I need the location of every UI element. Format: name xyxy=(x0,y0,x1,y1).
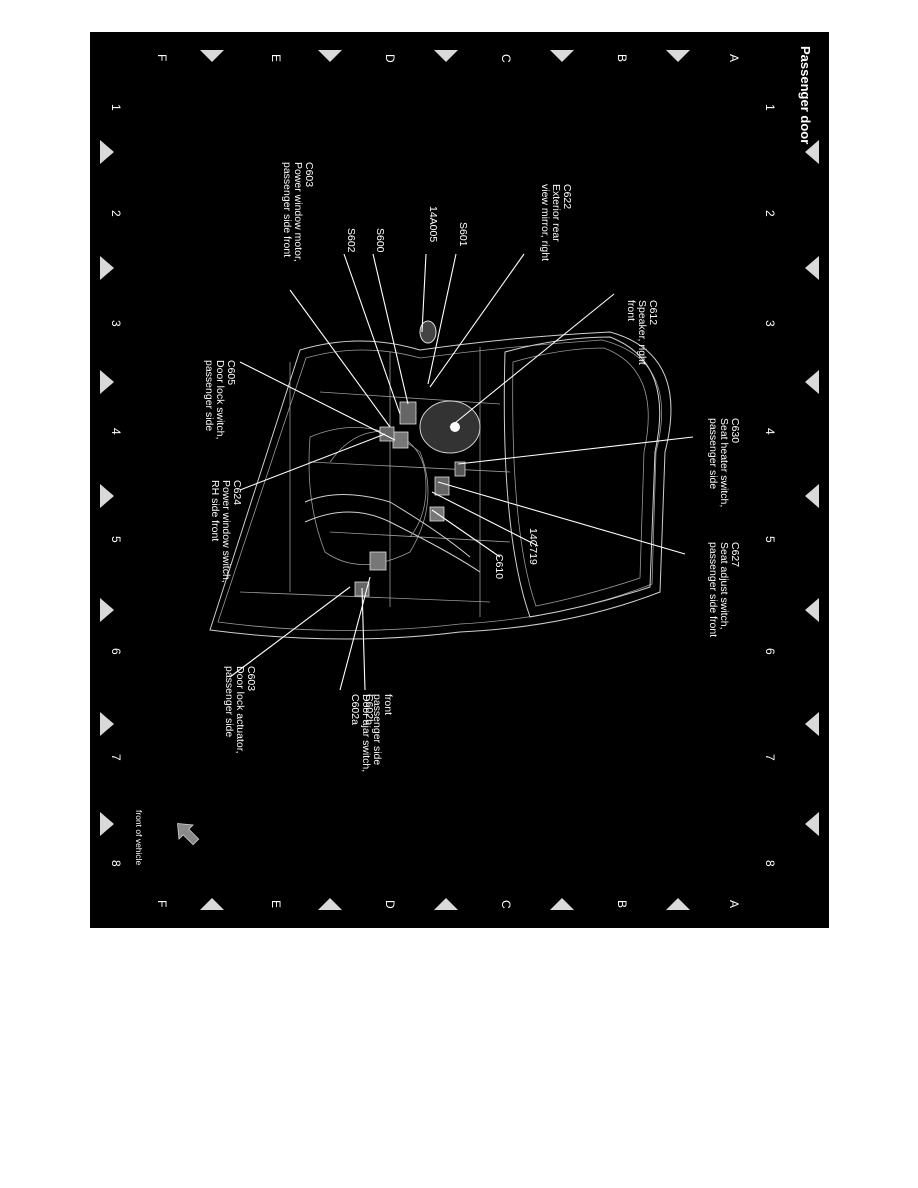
door-wiring-diagram: A B C D E F A B C D E F 1 2 3 4 5 6 7 8 … xyxy=(100,46,819,910)
c605-line2: Door lock switch, xyxy=(214,360,226,439)
label-c612: C612 Speaker, right front xyxy=(625,300,659,365)
14a005-code: 14A005 xyxy=(427,206,439,242)
front-of-vehicle-indicator: front of vehicle xyxy=(134,810,200,866)
label-c627: C627 Seat adjust switch, passenger side … xyxy=(707,542,741,637)
grid-number-1-left: 1 xyxy=(109,104,123,111)
label-s601: S601 xyxy=(457,222,469,247)
grid-number-5-right: 5 xyxy=(763,536,777,543)
border-markers xyxy=(100,50,819,910)
label-c602a: C602a Door ajar switch, passenger side f… xyxy=(349,694,394,772)
grid-number-7-left: 7 xyxy=(109,754,123,761)
grid-number-6-right: 6 xyxy=(763,648,777,655)
grid-number-1-right: 1 xyxy=(763,104,777,111)
c610-code: C610 xyxy=(493,554,505,579)
grid-number-5-left: 5 xyxy=(109,536,123,543)
grid-letter-d-top: D xyxy=(383,54,397,63)
grid-letters-bottom: A B C D E F xyxy=(155,900,741,909)
grid-letter-b-top: B xyxy=(615,54,629,62)
c602a-code: C602a xyxy=(349,694,361,725)
diagram-title: Passenger door xyxy=(798,46,813,144)
s600-code: S600 xyxy=(374,228,386,253)
s601-code: S601 xyxy=(457,222,469,247)
label-c603-actuator: C603 Door lock actuator, passenger side xyxy=(223,666,257,754)
c602b-code: C602b xyxy=(363,694,375,725)
grid-letter-e-bottom: E xyxy=(269,900,283,908)
grid-number-4-right: 4 xyxy=(763,428,777,435)
grid-letter-f-top: F xyxy=(155,54,169,61)
c612-code: C612 xyxy=(647,300,659,325)
label-c602b: C602b xyxy=(363,694,375,725)
c612-line2: Speaker, right xyxy=(636,300,648,365)
grid-letter-e-top: E xyxy=(269,54,283,62)
c603-motor-line3: passenger side front xyxy=(281,162,293,257)
grid-numbers-right: 1 2 3 4 5 6 7 8 xyxy=(763,104,777,867)
label-c610: C610 xyxy=(493,554,505,579)
14c719-code: 14C719 xyxy=(527,528,539,565)
diagram-panel: A B C D E F A B C D E F 1 2 3 4 5 6 7 8 … xyxy=(90,32,829,928)
label-14a005: 14A005 xyxy=(427,206,439,242)
grid-letter-c-bottom: C xyxy=(499,900,513,909)
grid-letter-a-bottom: A xyxy=(727,900,741,908)
grid-number-3-right: 3 xyxy=(763,320,777,327)
c630-code: C630 xyxy=(729,418,741,443)
c603-actuator-code: C603 xyxy=(245,666,257,691)
label-c605: C605 Door lock switch, passenger side xyxy=(203,360,237,439)
c622-code: C622 xyxy=(561,184,573,209)
door-illustration xyxy=(209,320,672,640)
label-14c719: 14C719 xyxy=(527,528,539,565)
label-s600: S600 xyxy=(374,228,386,253)
grid-letter-c-top: C xyxy=(499,54,513,63)
grid-letters-top: A B C D E F xyxy=(155,54,741,63)
c622-line3: view mirror, right xyxy=(539,184,551,261)
label-s602: S602 xyxy=(345,228,357,253)
front-of-vehicle-label: front of vehicle xyxy=(134,810,144,866)
c603-actuator-line3: passenger side xyxy=(223,666,235,737)
grid-number-6-left: 6 xyxy=(109,648,123,655)
label-c630: C630 Seat heater switch, passenger side xyxy=(707,418,741,507)
grid-number-2-left: 2 xyxy=(109,210,123,217)
c603-actuator-line2: Door lock actuator, xyxy=(234,666,246,754)
grid-number-7-right: 7 xyxy=(763,754,777,761)
grid-number-4-left: 4 xyxy=(109,428,123,435)
grid-number-8-left: 8 xyxy=(109,860,123,867)
grid-numbers-left: 1 2 3 4 5 6 7 8 xyxy=(109,104,123,867)
c605-code: C605 xyxy=(225,360,237,385)
grid-number-3-left: 3 xyxy=(109,320,123,327)
grid-number-8-right: 8 xyxy=(763,860,777,867)
label-c622: C622 Exterior rear view mirror, right xyxy=(539,184,573,261)
label-c603-motor: C603 Power window motor, passenger side … xyxy=(281,162,315,262)
grid-letter-b-bottom: B xyxy=(615,900,629,908)
c627-line2: Seat adjust switch, xyxy=(718,542,730,630)
c630-line3: passenger side xyxy=(707,418,719,489)
c603-motor-code: C603 xyxy=(303,162,315,187)
c602a-line2: Door ajar switch, xyxy=(360,694,372,772)
label-c624: C624 Power window switch, RH side front xyxy=(209,480,243,583)
s602-code: S602 xyxy=(345,228,357,253)
c612-line3: front xyxy=(625,300,637,321)
c624-line2: Power window switch, xyxy=(220,480,232,583)
grid-number-2-right: 2 xyxy=(763,210,777,217)
c603-motor-line2: Power window motor, xyxy=(292,162,304,262)
c624-code: C624 xyxy=(231,480,243,505)
front-arrow-icon xyxy=(177,823,200,846)
c602a-line3: passenger side xyxy=(371,694,383,765)
c605-line3: passenger side xyxy=(203,360,215,431)
c624-line3: RH side front xyxy=(209,480,221,541)
c602a-line4: front xyxy=(382,694,394,715)
c630-line2: Seat heater switch, xyxy=(718,418,730,507)
grid-letter-d-bottom: D xyxy=(383,900,397,909)
leader-lines xyxy=(229,253,694,691)
c627-line3: passenger side front xyxy=(707,542,719,637)
grid-letter-f-bottom: F xyxy=(155,900,169,907)
c622-line2: Exterior rear xyxy=(550,184,562,242)
c627-code: C627 xyxy=(729,542,741,567)
grid-letter-a-top: A xyxy=(727,54,741,62)
